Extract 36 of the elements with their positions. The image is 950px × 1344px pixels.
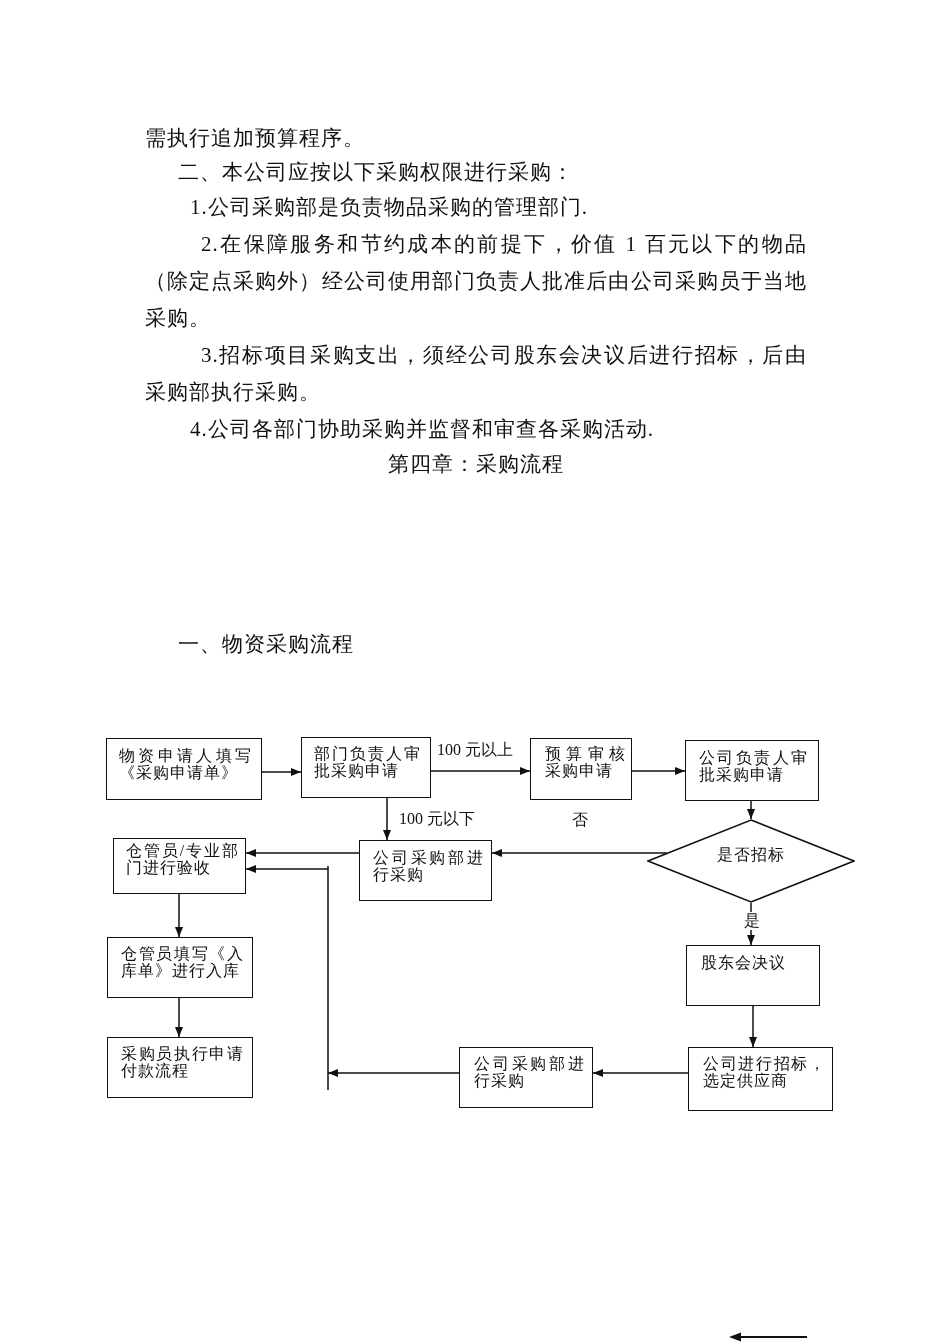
arrow [245,849,360,857]
process-box: 预算审核采购申请 [530,738,632,800]
process-box: 物资申请人填写《采购申请单》 [106,738,262,800]
section-heading: 一、物资采购流程 [177,631,355,658]
process-box: 股东会决议 [686,945,820,1006]
arrow [430,767,531,775]
arrow [383,797,391,841]
process-box: 公司采购部进行采购 [459,1047,593,1108]
arrow [592,1069,689,1077]
edge-label: 是 [743,912,761,930]
process-box: 仓管员/专业部门进行验收 [113,838,246,894]
paragraph: 1.公司采购部是负责物品采购的管理部门. [189,194,589,221]
paragraph: 需执行追加预算程序。 [145,125,366,152]
chapter-heading: 第四章：采购流程 [387,451,565,478]
arrow [491,849,668,857]
arrow [631,767,686,775]
process-box: 部门负责人审批采购申请 [301,737,431,798]
process-box: 仓管员填写《入库单》进行入库 [107,937,253,998]
arrow [175,997,183,1038]
process-box: 公司负责人审批采购申请 [685,740,819,801]
arrow [749,1005,757,1048]
paragraph: 二、本公司应按以下采购权限进行采购： [177,159,575,186]
arrow [261,768,302,776]
paragraph: 2.在保障服务和节约成本的前提下，价值 1 百元以下的物品（除定点采购外）经公司使用部门负责人批准后由公司采购员于当地采购。 [145,231,807,332]
process-box: 采购员执行申请付款流程 [107,1037,253,1098]
edge-label: 100 元以上 [436,741,514,759]
decision-diamond: 是否招标 [647,819,855,903]
process-box: 公司采购部进行采购 [359,840,492,901]
arrow [175,893,183,938]
paragraph: 3.招标项目采购支出，须经公司股东会决议后进行招标，后由采购部执行采购。 [145,342,807,406]
arrow [747,800,755,820]
edge-label: 100 元以下 [398,810,476,828]
paragraph: 4.公司各部门协助采购并监督和审查各采购活动. [189,416,655,443]
process-box: 公司进行招标，选定供应商 [688,1047,833,1111]
arrow [245,865,460,1091]
edge-label: 否 [571,811,589,829]
